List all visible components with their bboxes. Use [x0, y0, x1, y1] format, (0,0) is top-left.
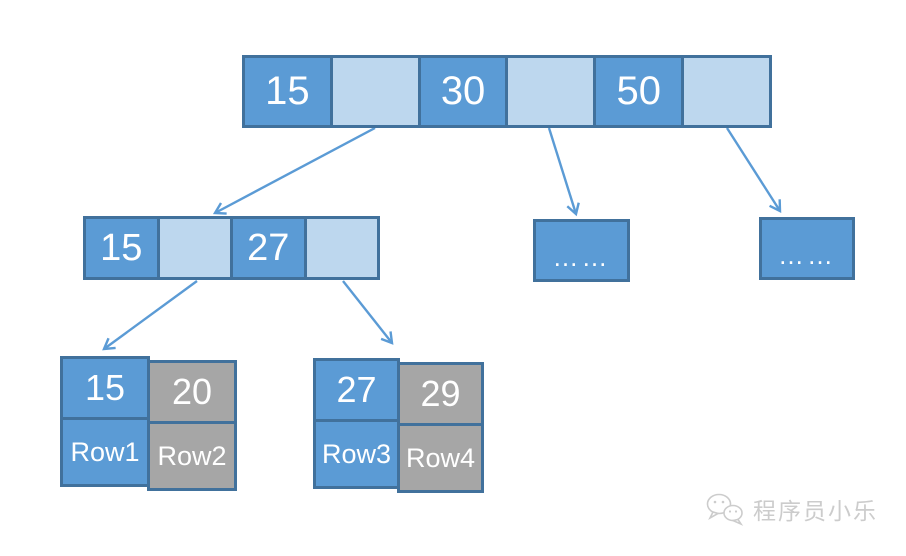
leaf-row-cell: Row2 [147, 421, 237, 491]
leaf-key-cell: 20 [147, 360, 237, 424]
root-key-cell: 15 [242, 55, 333, 128]
btree-internal-node: 15 27 [83, 216, 380, 280]
internal-pointer-cell [303, 216, 380, 280]
ellipsis-node-2: …… [759, 217, 855, 280]
arrow-internal-to-leaf-2 [342, 280, 394, 345]
leaf-row-cell: Row4 [397, 423, 484, 493]
watermark-text: 程序员小乐 [753, 498, 878, 524]
arrow-internal-to-leaf-1 [102, 280, 198, 351]
leaf-2-key-column: 27 Row3 [313, 358, 400, 493]
root-key-cell: 50 [593, 55, 685, 128]
leaf-row-cell: Row3 [313, 419, 400, 489]
arrow-root-to-ellipsis-1 [547, 127, 580, 217]
leaf-key-cell: 27 [313, 358, 400, 422]
root-pointer-cell [505, 55, 597, 128]
leaf-key-cell: 29 [397, 362, 484, 426]
root-pointer-cell [681, 55, 772, 128]
wechat-logo-icon [706, 493, 744, 526]
arrow-root-to-ellipsis-2 [725, 127, 782, 213]
leaf-node-1: 15 Row1 20 Row2 [60, 356, 237, 491]
leaf-1-key-column: 15 Row1 [60, 356, 150, 491]
internal-pointer-cell [156, 216, 233, 280]
ellipsis-node-1: …… [533, 219, 630, 282]
arrow-root-to-internal-node [212, 126, 376, 215]
leaf-key-cell: 15 [60, 356, 150, 420]
watermark: 程序员小乐 [704, 490, 878, 528]
leaf-1-data-column: 20 Row2 [147, 360, 237, 491]
leaf-2-data-column: 29 Row4 [397, 362, 484, 493]
btree-root-node: 15 30 50 [242, 55, 772, 128]
internal-key-cell: 27 [230, 216, 307, 280]
internal-key-cell: 15 [83, 216, 160, 280]
root-key-cell: 30 [417, 55, 509, 128]
leaf-node-2: 27 Row3 29 Row4 [313, 358, 484, 493]
leaf-row-cell: Row1 [60, 417, 150, 487]
root-pointer-cell [329, 55, 421, 128]
